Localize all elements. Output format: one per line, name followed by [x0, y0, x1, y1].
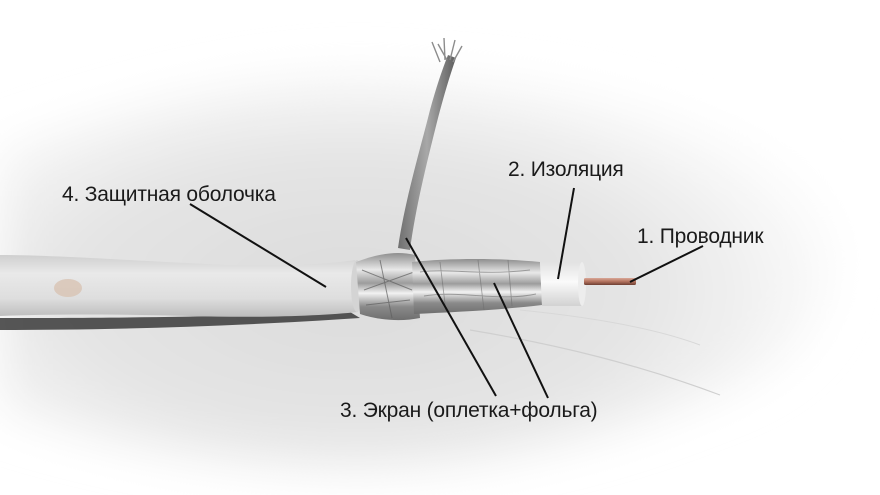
leader-line-conductor [629, 245, 704, 283]
leader-line-shield-braid [405, 237, 497, 397]
leader-lines [189, 187, 704, 399]
outer-jacket [0, 255, 358, 317]
insulation-end [578, 262, 586, 306]
label-insulation: 2. Изоляция [508, 158, 624, 181]
label-conductor: 1. Проводник [637, 225, 764, 248]
braid-pigtail [398, 55, 456, 250]
label-jacket: 4. Защитная оболочка [62, 183, 276, 206]
foil-shield [412, 259, 542, 314]
leader-line-jacket [189, 203, 327, 288]
wall-crack [519, 309, 701, 346]
braid-wrap [356, 252, 420, 321]
insulation [540, 262, 585, 306]
wall-crack [469, 329, 721, 396]
braid-texture [361, 259, 415, 319]
leader-line-shield-foil [493, 282, 549, 399]
copper-conductor [584, 278, 636, 285]
label-shield: 3. Экран (оплетка+фольга) [340, 399, 598, 422]
braid-strands [431, 37, 463, 63]
foil-texture [419, 259, 537, 313]
leader-line-insulation [557, 187, 575, 280]
jacket-stain [54, 279, 82, 297]
